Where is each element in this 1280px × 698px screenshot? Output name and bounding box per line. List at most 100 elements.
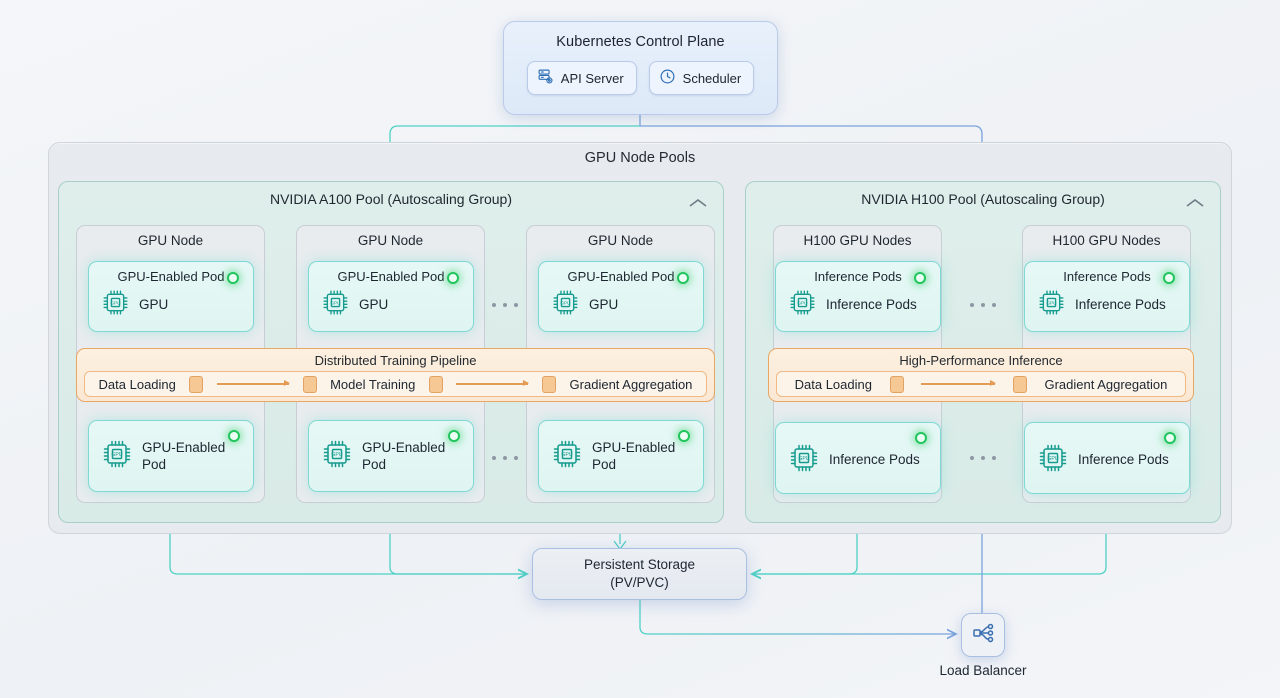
- server-rack-gear-icon: [537, 68, 554, 88]
- pod-body-label: GPU: [139, 296, 169, 312]
- storage-title: Persistent Storage: [583, 556, 696, 572]
- pipeline-step-node: [1012, 375, 1027, 393]
- api-server-label: API Server: [560, 70, 624, 86]
- gpu-enabled-pod-card[interactable]: GPU GPU-Enabled Pod: [538, 420, 704, 492]
- inference-pod-card[interactable]: GPU Inference Pods: [1024, 422, 1190, 494]
- inference-pod-card[interactable]: Inference Pods GPU Inference Pods: [775, 261, 941, 332]
- pipeline-step-label: Gradient Aggregation: [1044, 376, 1168, 392]
- gpu-node-title: GPU Node: [357, 233, 424, 248]
- pod-body-label: GPU-Enabled Pod: [362, 439, 446, 472]
- gpu-chip-icon: GPU: [551, 288, 580, 322]
- status-badge: [915, 432, 927, 444]
- pipeline-arrow: [921, 381, 997, 386]
- pipeline-step-node: [302, 375, 317, 393]
- high-performance-inference-pipeline[interactable]: High-Performance Inference Data Loading …: [768, 348, 1194, 402]
- pod-body-label: GPU: [359, 296, 389, 312]
- pipeline-title: Distributed Training Pipeline: [314, 353, 477, 368]
- ellipsis-indicator: [970, 456, 996, 460]
- gpu-enabled-pod-card[interactable]: GPU GPU-Enabled Pod: [308, 420, 474, 492]
- api-server-chip[interactable]: API Server: [526, 61, 637, 95]
- scheduler-label: Scheduler: [682, 70, 742, 86]
- scheduler-chip[interactable]: Scheduler: [648, 61, 755, 95]
- storage-subtitle: (PV/PVC): [610, 575, 669, 590]
- svg-text:GPU: GPU: [561, 452, 572, 458]
- ellipsis-indicator: [970, 303, 996, 307]
- h100-node-title: H100 GPU Nodes: [803, 233, 912, 248]
- kubernetes-control-plane-card[interactable]: Kubernetes Control Plane API Server: [503, 21, 778, 115]
- pod-body-label: Inference Pods: [829, 452, 920, 468]
- svg-text:GPU: GPU: [331, 452, 342, 458]
- gpu-enabled-pod-card[interactable]: GPU GPU-Enabled Pod: [88, 420, 254, 492]
- control-plane-title: Kubernetes Control Plane: [556, 34, 725, 50]
- pod-head-label: Inference Pods: [814, 269, 902, 284]
- ellipsis-indicator: [492, 456, 518, 460]
- pipeline-step-label: Model Training: [330, 376, 416, 392]
- status-badge: [914, 272, 926, 284]
- svg-text:GPU: GPU: [111, 452, 122, 458]
- svg-text:GPU: GPU: [1047, 456, 1058, 462]
- pipeline-step-node: [889, 375, 904, 393]
- status-badge: [678, 430, 690, 442]
- pipeline-arrow: [456, 381, 530, 386]
- pod-head-label: Inference Pods: [1063, 269, 1151, 284]
- status-badge: [448, 430, 460, 442]
- gpu-chip-icon: GPU: [1037, 288, 1066, 322]
- svg-text:GPU: GPU: [798, 456, 809, 462]
- load-balancer-label: Load Balancer: [939, 663, 1027, 678]
- status-badge: [447, 272, 459, 284]
- gpu-enabled-pod-card[interactable]: GPU-Enabled Pod GPU GPU: [308, 261, 474, 332]
- distributed-training-pipeline[interactable]: Distributed Training Pipeline Data Loadi…: [76, 348, 715, 402]
- pod-body-label: GPU-Enabled Pod: [592, 439, 676, 472]
- chevron-up-icon[interactable]: [1184, 196, 1206, 210]
- load-balancer-card[interactable]: [961, 613, 1005, 657]
- gpu-node-title: GPU Node: [137, 233, 204, 248]
- h100-node-title: H100 GPU Nodes: [1052, 233, 1161, 248]
- svg-text:GPU: GPU: [560, 300, 571, 305]
- gpu-chip-icon: GPU: [788, 288, 817, 322]
- inference-pod-card[interactable]: GPU Inference Pods: [775, 422, 941, 494]
- clock-icon: [659, 68, 676, 88]
- pipeline-step-node: [428, 375, 443, 393]
- persistent-storage-card[interactable]: Persistent Storage (PV/PVC): [532, 548, 747, 600]
- gpu-node-title: GPU Node: [587, 233, 654, 248]
- gpu-chip-icon: GPU: [551, 438, 583, 475]
- pod-body-label: GPU: [589, 296, 619, 312]
- pipeline-title: High-Performance Inference: [899, 353, 1063, 368]
- status-badge: [677, 272, 689, 284]
- gpu-chip-icon: GPU: [1037, 442, 1069, 479]
- status-badge: [1163, 272, 1175, 284]
- inference-pod-card[interactable]: Inference Pods GPU Inference Pods: [1024, 261, 1190, 332]
- pod-head-label: GPU-Enabled Pod: [117, 269, 225, 284]
- pipeline-step-label: Data Loading: [794, 376, 872, 392]
- a100-pool-title: NVIDIA A100 Pool (Autoscaling Group): [269, 191, 513, 207]
- status-badge: [1164, 432, 1176, 444]
- pipeline-step-label: Data Loading: [98, 376, 176, 392]
- svg-text:GPU: GPU: [330, 300, 341, 305]
- pod-body-label: Inference Pods: [1075, 296, 1166, 312]
- svg-text:GPU: GPU: [110, 300, 121, 305]
- gpu-enabled-pod-card[interactable]: GPU-Enabled Pod GPU GPU: [538, 261, 704, 332]
- pod-body-label: Inference Pods: [826, 296, 917, 312]
- ellipsis-indicator: [492, 303, 518, 307]
- gpu-enabled-pod-card[interactable]: GPU-Enabled Pod GPU GPU: [88, 261, 254, 332]
- chevron-up-icon[interactable]: [687, 196, 709, 210]
- gpu-chip-icon: GPU: [321, 438, 353, 475]
- svg-text:GPU: GPU: [1046, 300, 1057, 305]
- pod-head-label: GPU-Enabled Pod: [337, 269, 445, 284]
- gpu-chip-icon: GPU: [321, 288, 350, 322]
- pipeline-arrow: [216, 381, 290, 386]
- gpu-chip-icon: GPU: [101, 288, 130, 322]
- gpu-chip-icon: GPU: [788, 442, 820, 479]
- pipeline-step-label: Gradient Aggregation: [569, 376, 693, 392]
- pod-head-label: GPU-Enabled Pod: [567, 269, 675, 284]
- pipeline-step-node: [189, 375, 204, 393]
- pipeline-step-node: [542, 375, 556, 393]
- gpu-node-pools-title: GPU Node Pools: [584, 150, 696, 166]
- pod-body-label: Inference Pods: [1078, 452, 1169, 468]
- svg-text:GPU: GPU: [797, 300, 808, 305]
- gpu-chip-icon: GPU: [101, 438, 133, 475]
- network-topology-icon: [971, 621, 995, 650]
- pod-body-label: GPU-Enabled Pod: [142, 439, 226, 472]
- status-badge: [227, 272, 239, 284]
